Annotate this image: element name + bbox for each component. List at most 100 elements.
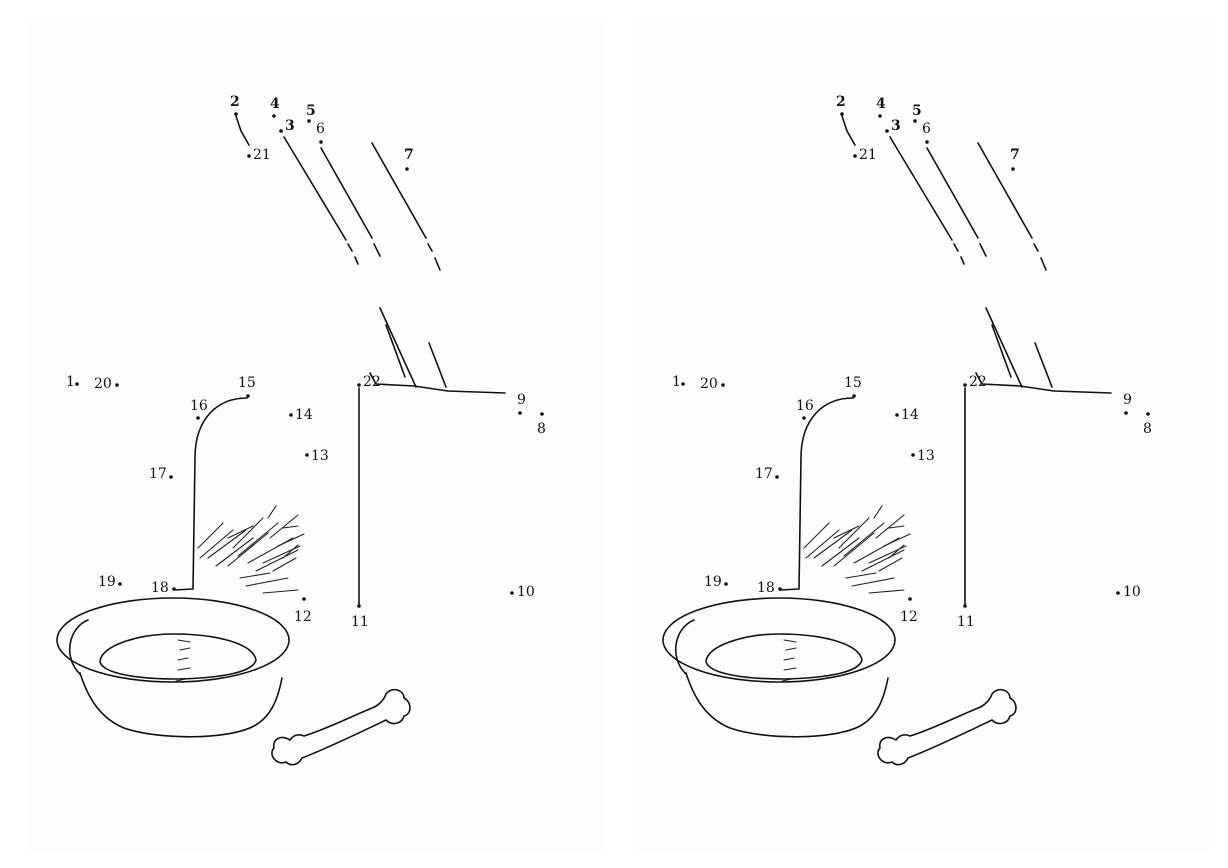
- stroke-6-dash: [979, 243, 987, 257]
- dot-marker: [518, 411, 522, 415]
- dot-label: 15: [844, 375, 862, 391]
- dot-label: 1: [672, 374, 681, 390]
- dot-label: 8: [1143, 421, 1152, 437]
- dot-marker: [305, 453, 309, 457]
- dot-marker: [247, 154, 251, 158]
- straw-line: [262, 589, 299, 594]
- bowl-stroke: [783, 667, 797, 671]
- straw-line: [197, 522, 224, 549]
- bowl-stroke: [79, 672, 283, 738]
- predrawn-outline: [56, 115, 506, 766]
- dot-label: 6: [922, 121, 931, 137]
- stroke-lower-inner: [385, 324, 406, 378]
- dot-label: 14: [901, 407, 919, 423]
- dot-1: 1: [66, 374, 79, 390]
- stroke-7-long: [977, 142, 1033, 239]
- bowl-stroke: [783, 657, 795, 661]
- dot-label: 4: [876, 96, 886, 112]
- bowl-stroke: [175, 678, 187, 682]
- dot-18: 18: [151, 580, 176, 596]
- dot-2: 2: [230, 94, 240, 116]
- straw-line: [851, 577, 895, 587]
- dot-label: 22: [969, 374, 987, 390]
- stroke-lower-inner: [991, 324, 1012, 378]
- dot-22: 22: [357, 374, 381, 390]
- dot-21: 21: [247, 147, 271, 163]
- dot-3: 3: [885, 118, 901, 134]
- dot-8: 8: [537, 412, 546, 437]
- stroke-6-long: [926, 147, 979, 239]
- stroke-7-dash2: [1040, 257, 1047, 271]
- stroke-6-long: [320, 147, 373, 239]
- dot-13: 13: [911, 448, 935, 464]
- dot-12: 12: [294, 597, 312, 625]
- straw-line: [833, 532, 875, 567]
- straw-line: [282, 525, 299, 529]
- stroke-crossbar: [369, 372, 506, 394]
- dot-19: 19: [704, 574, 728, 590]
- dot-label: 13: [917, 448, 935, 464]
- stroke-7-dash1: [427, 243, 433, 252]
- dot-14: 14: [895, 407, 919, 423]
- straw-line: [821, 537, 860, 567]
- dot-label: 2: [230, 94, 240, 110]
- stroke-3-long: [889, 136, 953, 241]
- dot-label: 13: [311, 448, 329, 464]
- straw-line: [215, 537, 254, 567]
- dot-marker: [246, 394, 250, 398]
- bowl-stroke: [705, 633, 863, 680]
- dot-marker: [234, 112, 238, 116]
- straw-texture: [197, 505, 305, 594]
- dot-label: 11: [957, 614, 975, 630]
- dot-label: 15: [238, 375, 256, 391]
- dot-label: 8: [537, 421, 546, 437]
- straw-line: [875, 514, 905, 539]
- dot-16: 16: [190, 398, 208, 420]
- dot-marker: [878, 114, 882, 118]
- dot-label: 16: [190, 398, 208, 414]
- dot-label: 3: [891, 118, 901, 134]
- stroke-lower-right: [428, 342, 447, 388]
- dot-label: 10: [1123, 584, 1141, 600]
- dot-marker: [853, 154, 857, 158]
- dot-label: 14: [295, 407, 313, 423]
- dot-label: 21: [859, 147, 877, 163]
- bowl-stroke: [179, 647, 191, 651]
- dot-4: 4: [270, 96, 280, 118]
- dot-marker: [357, 604, 361, 608]
- dot-marker: [319, 140, 323, 144]
- dot-marker: [196, 416, 200, 420]
- dot-label: 2: [836, 94, 846, 110]
- dot-5: 5: [912, 103, 922, 123]
- dot-4: 4: [876, 96, 886, 118]
- dot-20: 20: [700, 376, 725, 392]
- dot-marker: [913, 119, 917, 123]
- bowl-stroke: [685, 672, 889, 738]
- bowl-stroke: [177, 667, 191, 671]
- dot-marker: [721, 383, 725, 387]
- straw-line: [267, 505, 277, 519]
- dot-label: 4: [270, 96, 280, 112]
- stroke-lower-left: [379, 307, 417, 388]
- bowl-stroke: [56, 597, 290, 683]
- dot-20: 20: [94, 376, 119, 392]
- dot-marker: [540, 412, 544, 416]
- stroke-7-dash2: [434, 257, 441, 271]
- dot-marker: [75, 382, 79, 386]
- stroke-2-21: [235, 115, 250, 146]
- dot-marker: [963, 383, 967, 387]
- dot-label: 20: [94, 376, 112, 392]
- dot-marker: [802, 416, 806, 420]
- dot-21: 21: [853, 147, 877, 163]
- dot-14: 14: [289, 407, 313, 423]
- predrawn-outline: [662, 115, 1112, 766]
- dot-label: 16: [796, 398, 814, 414]
- dot-label: 12: [900, 609, 918, 625]
- straw-line: [861, 549, 905, 572]
- stroke-lower-left: [985, 307, 1023, 388]
- dot-11: 11: [351, 604, 369, 630]
- dot-17: 17: [755, 466, 779, 482]
